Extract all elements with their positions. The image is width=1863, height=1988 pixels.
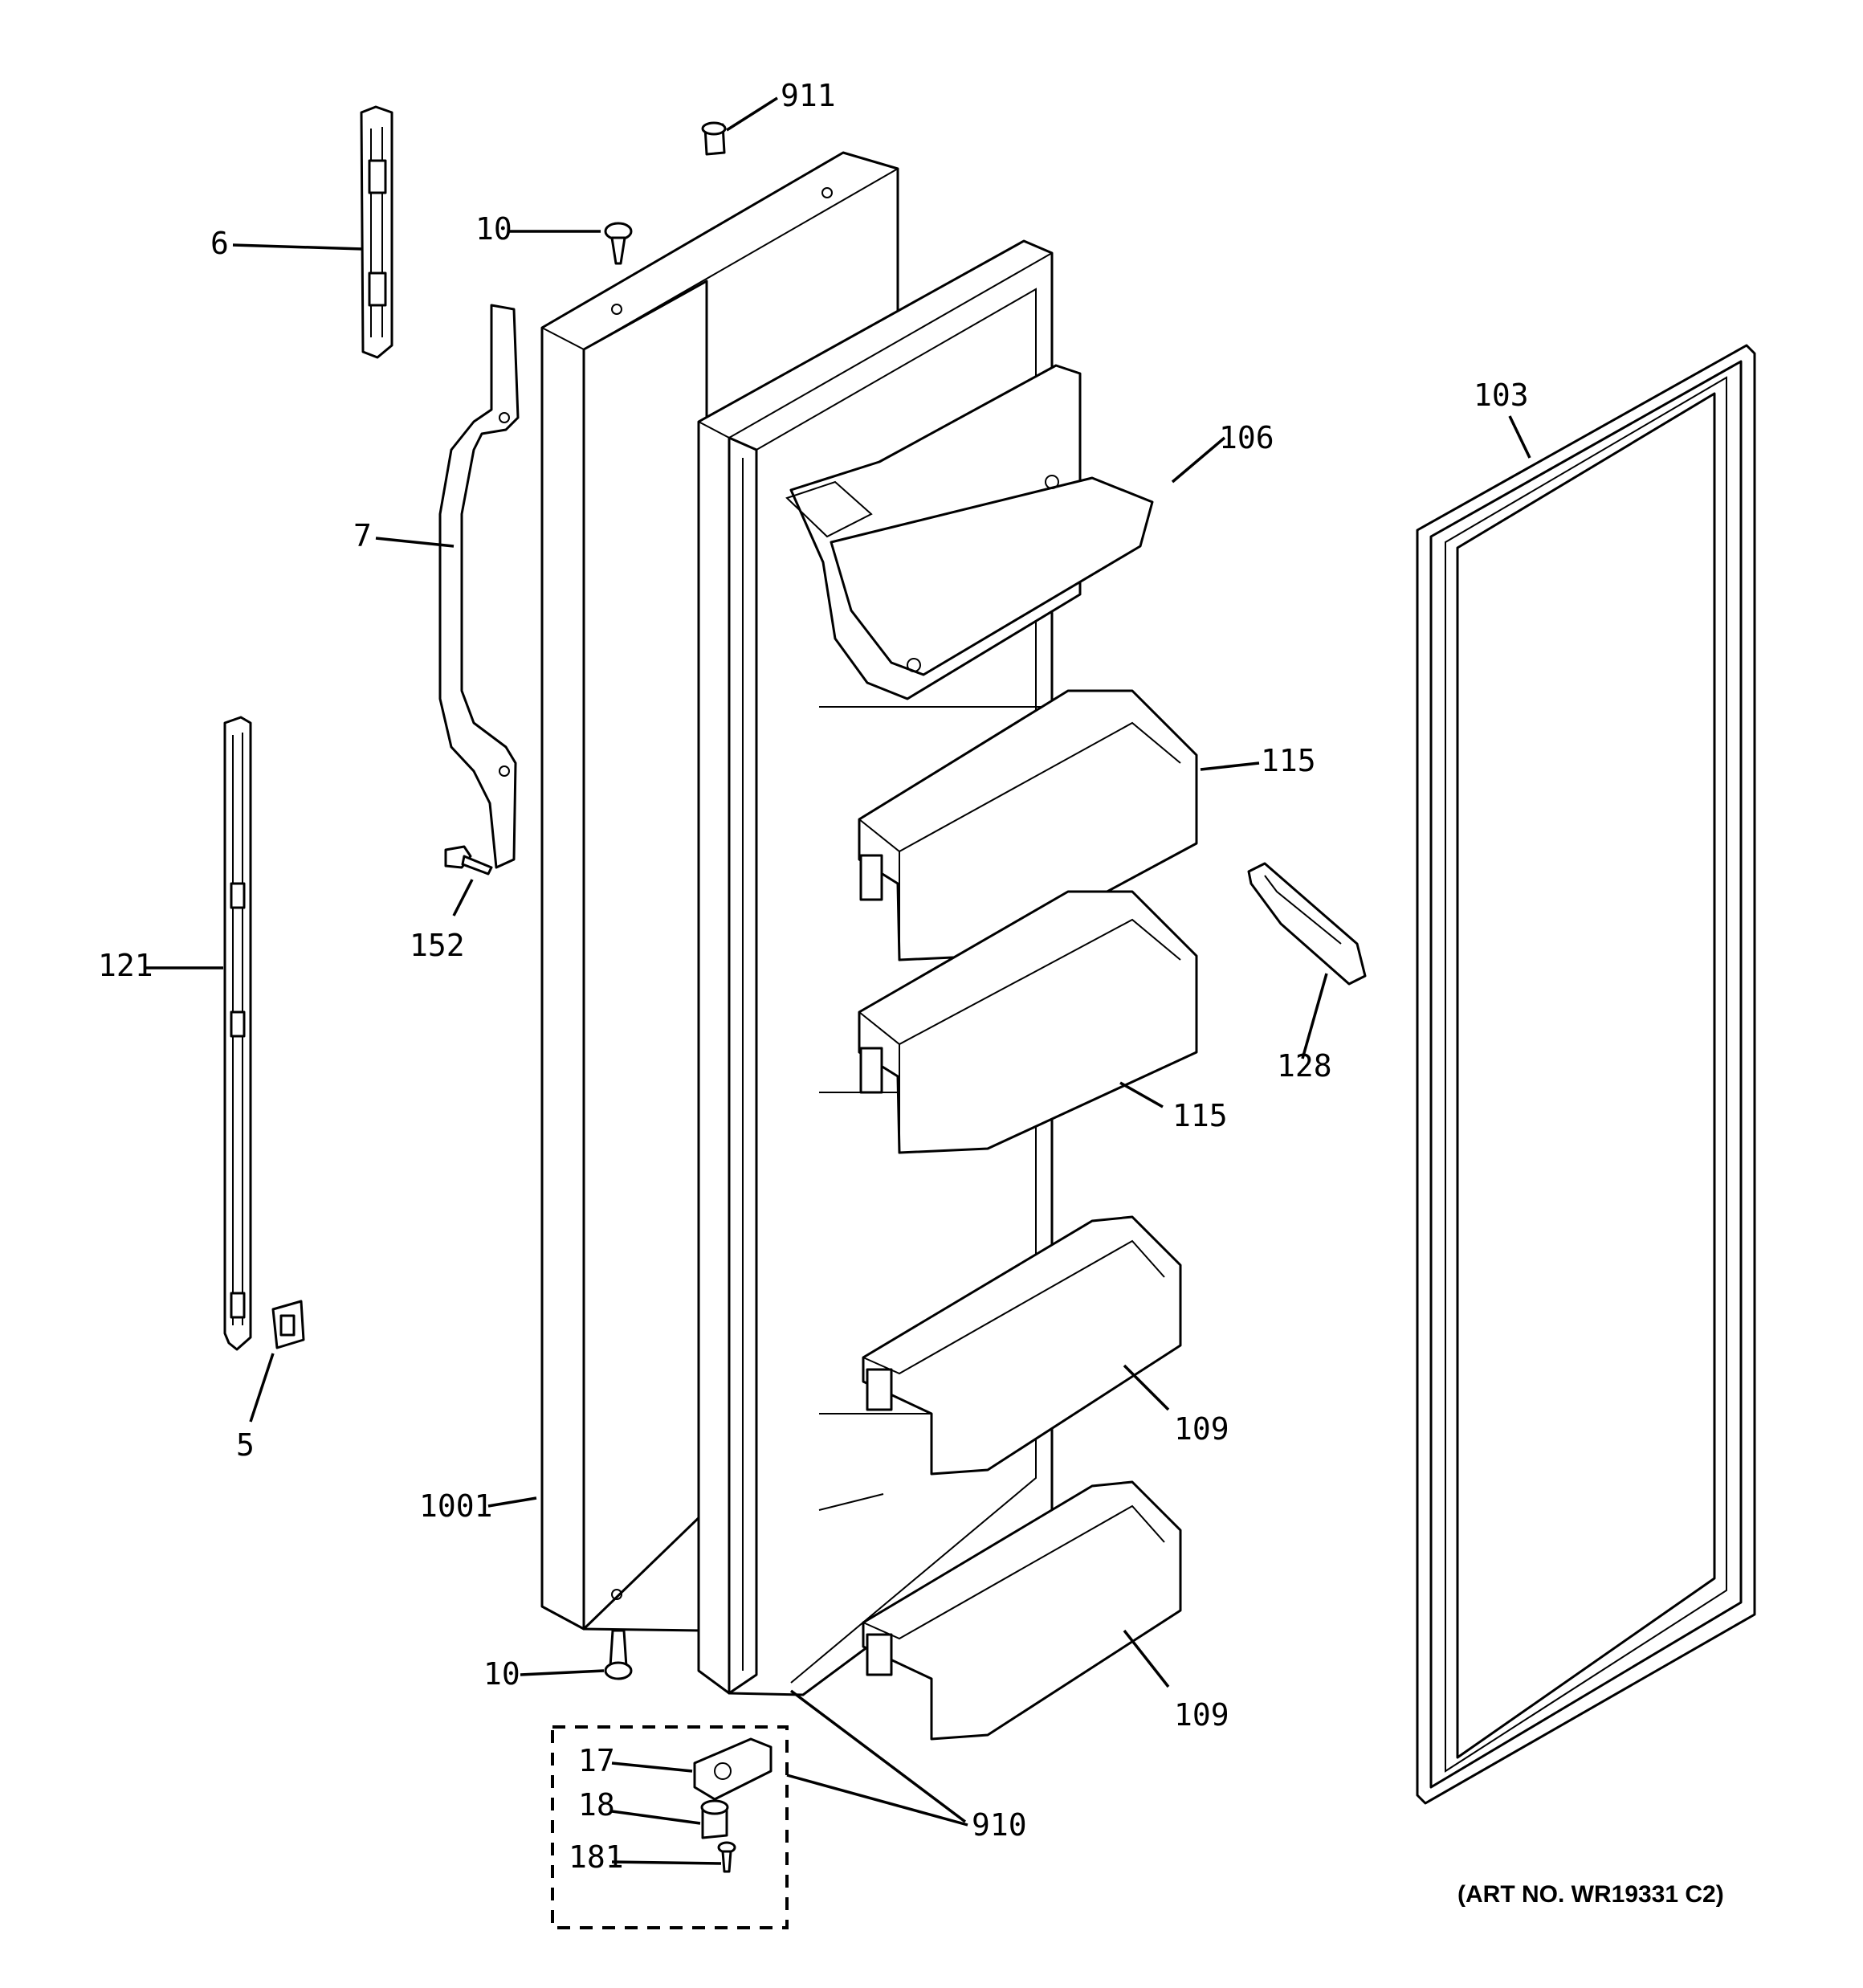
callout-18: 18: [578, 1787, 615, 1823]
callout-109-upper: 109: [1174, 1411, 1229, 1447]
art-number: (ART NO. WR19331 C2): [1457, 1881, 1724, 1908]
leader-lines: [145, 96, 1531, 1865]
callout-181: 181: [569, 1839, 624, 1875]
part-106-dairy-compartment[interactable]: [785, 364, 1154, 700]
callout-10-top: 10: [475, 211, 512, 247]
callout-115-upper: 115: [1261, 743, 1316, 778]
callout-121: 121: [98, 948, 153, 983]
callout-106: 106: [1219, 420, 1274, 455]
callout-109-lower: 109: [1174, 1697, 1229, 1733]
part-128-cover[interactable]: [1247, 862, 1367, 986]
part-181-screw[interactable]: [717, 1841, 736, 1873]
callout-5: 5: [236, 1427, 255, 1463]
callout-10-bottom: 10: [483, 1656, 520, 1692]
callout-7: 7: [353, 518, 372, 553]
hinge-kit-dashed-box: [551, 1725, 789, 1929]
part-17-hinge-bracket[interactable]: [693, 1737, 773, 1801]
callout-152: 152: [410, 928, 465, 963]
part-115-bin-upper[interactable]: [858, 689, 1198, 961]
part-18-hinge-bushing[interactable]: [700, 1799, 729, 1839]
callout-1001: 1001: [419, 1488, 493, 1524]
part-10-screw-top[interactable]: [604, 222, 633, 265]
part-109-shelf-upper[interactable]: [862, 1215, 1182, 1476]
part-121-trim-strip[interactable]: [223, 716, 252, 1351]
part-5-clip[interactable]: [271, 1300, 305, 1349]
callout-6: 6: [210, 226, 229, 261]
callout-128: 128: [1277, 1048, 1332, 1084]
callout-911: 911: [781, 78, 836, 113]
part-103-door-gasket[interactable]: [1416, 344, 1756, 1805]
part-115-bin-lower[interactable]: [858, 890, 1198, 1154]
callout-103: 103: [1474, 378, 1529, 413]
part-152-screw[interactable]: [444, 845, 493, 876]
part-7-door-handle[interactable]: [438, 304, 520, 869]
callout-115-lower: 115: [1172, 1098, 1228, 1133]
part-10-screw-bottom[interactable]: [604, 1629, 633, 1680]
callout-910: 910: [972, 1807, 1027, 1843]
part-109-shelf-lower[interactable]: [862, 1480, 1182, 1741]
callout-17: 17: [578, 1743, 615, 1778]
part-6-handle-trim[interactable]: [360, 105, 393, 359]
part-911-plug[interactable]: [701, 121, 727, 156]
